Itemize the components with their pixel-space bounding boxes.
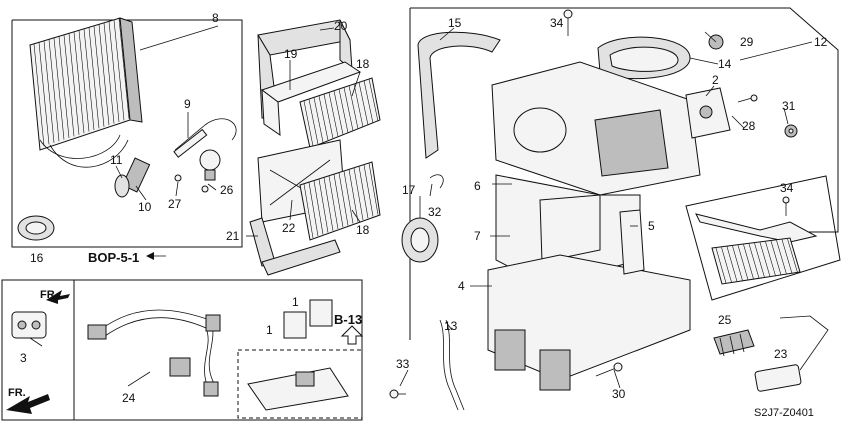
callout-26: 26	[220, 183, 234, 197]
callout-2: 2	[712, 73, 719, 87]
screw-26-27	[174, 174, 209, 193]
relay-detail-frame	[237, 349, 363, 419]
arrow-left-icon	[146, 252, 166, 260]
screw-34-filter	[782, 196, 790, 216]
callout-1b: 1	[266, 323, 273, 337]
callout-9: 9	[184, 97, 191, 111]
relay-1a	[283, 311, 307, 339]
link-13	[439, 319, 465, 411]
arrow-up-icon	[340, 325, 364, 345]
blower-case-lower	[487, 254, 691, 391]
screw-33	[389, 389, 406, 399]
switch-3	[11, 311, 47, 339]
screw-34-top	[563, 9, 573, 36]
seal-17	[401, 217, 439, 263]
filter-18-upper	[299, 77, 381, 149]
filter-element	[711, 237, 801, 285]
callout-12: 12	[814, 35, 828, 49]
blower-case-middle	[495, 174, 641, 286]
callout-34-top: 34	[550, 16, 564, 30]
relay-1b	[309, 299, 333, 327]
callout-32: 32	[428, 205, 442, 219]
callout-5: 5	[648, 219, 655, 233]
blower-case-upper	[491, 61, 701, 196]
nut-31	[784, 124, 798, 138]
callout-18-upper: 18	[356, 57, 370, 71]
harness-group-frame	[73, 279, 363, 421]
resistor-25	[713, 329, 755, 357]
callout-18-lower: 18	[356, 223, 370, 237]
filter-detail-frame	[685, 175, 841, 301]
clip-32	[429, 174, 444, 189]
callout-11: 11	[110, 153, 123, 167]
evaporator-seal	[114, 174, 130, 198]
callout-23: 23	[774, 347, 788, 361]
callout-14: 14	[718, 57, 732, 71]
bolt-29	[704, 31, 724, 50]
filter-18-lower	[299, 161, 381, 241]
relay-bracket-detail	[247, 367, 349, 411]
screw-28	[737, 94, 758, 103]
valve-fitting	[199, 149, 221, 181]
callout-27: 27	[168, 197, 182, 211]
seal-15	[417, 31, 501, 159]
callout-15: 15	[448, 16, 462, 30]
callout-24: 24	[122, 391, 136, 405]
callout-7: 7	[474, 229, 481, 243]
seal-14	[597, 36, 691, 80]
fr-label-bottom: FR.	[8, 387, 26, 399]
callout-30: 30	[612, 387, 626, 401]
diagram-code: S2J7-Z0401	[754, 407, 814, 419]
callout-29: 29	[740, 35, 754, 49]
seal-21	[249, 217, 341, 276]
callout-1a: 1	[292, 295, 299, 309]
callout-20: 20	[334, 19, 348, 33]
actuator-2	[685, 87, 731, 139]
reference-bop: BOP-5-1	[88, 250, 139, 265]
reference-b13: B-13	[334, 312, 362, 327]
callout-4: 4	[458, 279, 465, 293]
callout-21: 21	[226, 229, 240, 243]
cover-5	[619, 209, 645, 275]
evaporator-core	[29, 17, 143, 168]
callout-33: 33	[396, 357, 410, 371]
callout-6: 6	[474, 179, 481, 193]
callout-28: 28	[742, 119, 756, 133]
filter-lever	[695, 213, 818, 243]
callout-8: 8	[212, 11, 219, 25]
callout-31: 31	[782, 99, 796, 113]
callout-3: 3	[20, 351, 27, 365]
sensor-23	[754, 315, 829, 392]
callout-16: 16	[30, 251, 44, 265]
expansion-valve-tube	[173, 118, 237, 158]
leader-lines	[29, 25, 813, 389]
grommet-16	[17, 215, 55, 241]
callout-19: 19	[284, 47, 298, 61]
callout-34-filter: 34	[780, 181, 794, 195]
front-direction-arrow-icon	[6, 290, 70, 414]
blower-group-frame	[409, 7, 839, 340]
fr-label-top: FR.	[40, 289, 58, 301]
callout-10: 10	[138, 200, 152, 214]
callout-22: 22	[282, 221, 296, 235]
callout-25: 25	[718, 313, 732, 327]
callout-13: 13	[444, 319, 458, 333]
callout-17: 17	[402, 183, 416, 197]
evaporator-group-frame	[11, 19, 243, 248]
wire-harness-24	[87, 309, 221, 397]
filter-cover-19	[260, 61, 362, 136]
screw-30	[595, 362, 623, 377]
